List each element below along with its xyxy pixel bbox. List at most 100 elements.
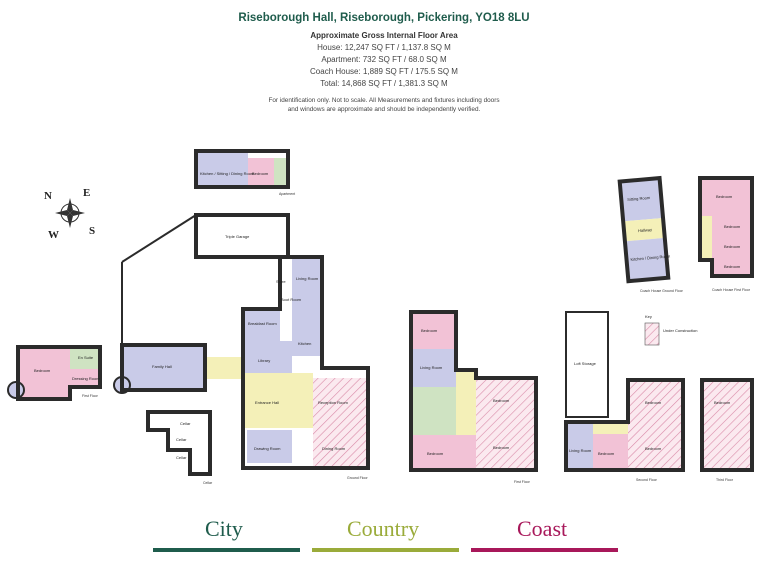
- first-bedroom-3: [476, 423, 536, 470]
- apartment-bedroom: [248, 158, 274, 187]
- boot-room: [280, 292, 292, 310]
- living-room-label: Living Room: [296, 276, 319, 281]
- first-living-room: [411, 349, 456, 387]
- second-floor-label: Second Floor: [636, 478, 658, 482]
- apartment-bedroom-label: Bedroom: [252, 171, 269, 176]
- first-bedroom-small-label: Bedroom: [421, 328, 438, 333]
- dressing-room-label: Dressing Room: [72, 376, 100, 381]
- apartment-plan: Kitchen / Sitting / Dining Room Bedroom …: [194, 149, 295, 196]
- triple-garage: [196, 215, 288, 257]
- coach-sitting-label: Sitting Room: [627, 195, 651, 202]
- dining-room-label: Dining Room: [322, 446, 346, 451]
- coach-bed4-label: Bedroom: [724, 264, 741, 269]
- compass: N E S W: [44, 187, 95, 241]
- cellar-walls: [146, 410, 212, 476]
- coach-kitchen-label: Kitchen / Dining Room: [630, 253, 671, 262]
- disclaimer-line-2: and windows are approximate and should b…: [287, 106, 481, 113]
- dining-room: [313, 423, 368, 468]
- compass-needle-south: [67, 213, 73, 228]
- west-bedroom: [18, 347, 70, 399]
- compass-e: E: [83, 187, 90, 199]
- coach-first-plan: Bedroom Bedroom Bedroom Bedroom Coach Ho…: [698, 176, 754, 292]
- coach-bed1-label: Bedroom: [716, 194, 733, 199]
- legend-swatch: [644, 322, 660, 346]
- loft-storage-label: Loft Storage: [574, 361, 597, 366]
- first-floor-plan: Bedroom Living Room Bedroom Bedroom Bedr…: [409, 310, 538, 484]
- first-bedroom-2: [476, 378, 536, 423]
- library-label: Library: [258, 358, 270, 363]
- reception-room: [313, 378, 368, 423]
- courtyard-wall-north: [121, 214, 197, 263]
- third-bedroom: [702, 380, 752, 470]
- triple-garage-label: Triple Garage: [225, 234, 250, 239]
- coach-bed2-label: Bedroom: [724, 224, 741, 229]
- west-dressing-room: [70, 369, 100, 387]
- coach-bedroom-3: [712, 236, 752, 256]
- brand-country-bar: [312, 548, 459, 552]
- brand-city-bar: [153, 548, 300, 552]
- kitchen-label: Kitchen: [298, 341, 311, 346]
- third-floor-walls: [700, 378, 754, 472]
- compass-needle-west: [55, 210, 70, 216]
- page-subtitle: Approximate Gross Internal Floor Area: [310, 31, 458, 40]
- first-floor-west-plan: Bedroom En Suite Dressing Room First Flo…: [7, 345, 102, 401]
- coach-first-walls: [698, 176, 754, 278]
- en-suite-label: En Suite: [78, 355, 94, 360]
- area-total: Total: 14,868 SQ FT / 1,381.3 SQ M: [320, 79, 448, 88]
- apartment-walls: [194, 149, 290, 189]
- first-living-label: Living Room: [420, 365, 443, 370]
- breakfast-room-label: Breakfast Room: [248, 321, 277, 326]
- coach-hallway-label: Hallway: [638, 227, 652, 233]
- cellar-area: [148, 412, 210, 474]
- second-bedroom-c-label: Bedroom: [645, 446, 662, 451]
- second-living-room: [566, 422, 593, 470]
- cellar-floor-label: Cellar: [203, 481, 213, 485]
- cellar-3-label: Cellar: [176, 455, 187, 460]
- drawing-room: [247, 430, 292, 463]
- first-landing: [456, 370, 476, 435]
- library: [243, 341, 292, 373]
- second-bedroom: [593, 434, 628, 470]
- first-bedroom-2-label: Bedroom: [493, 398, 510, 403]
- second-bedroom-b: [628, 380, 683, 425]
- compass-n: N: [44, 190, 52, 202]
- family-hall: [122, 345, 205, 390]
- west-en-suite: [70, 347, 100, 369]
- coach-hallway: [623, 217, 665, 242]
- second-bedroom-b-label: Bedroom: [645, 400, 662, 405]
- boot-room-label: Boot Room: [281, 297, 302, 302]
- compass-needle-north: [67, 198, 73, 213]
- brand-city: City: [205, 516, 243, 541]
- area-house: House: 12,247 SQ FT / 1,137.8 SQ M: [317, 43, 451, 52]
- area-coach-house: Coach House: 1,889 SQ FT / 175.5 SQ M: [310, 67, 458, 76]
- first-bedroom-small: [411, 312, 456, 349]
- living-room: [292, 257, 322, 301]
- coach-ground-floor-label: Coach House Ground Floor: [640, 289, 684, 293]
- family-hall-label: Family Hall: [152, 364, 172, 369]
- coach-ground-plan: Sitting Room Hallway Kitchen / Dining Ro…: [617, 175, 684, 293]
- first-floor-walls: [409, 310, 538, 472]
- first-master-label: Bedroom: [427, 451, 444, 456]
- store-label: Store: [276, 279, 286, 284]
- apartment-living-label: Kitchen / Sitting / Dining Room: [200, 171, 255, 176]
- first-bedroom-3-label: Bedroom: [493, 445, 510, 450]
- apartment-floor-label: Apartment: [279, 192, 295, 196]
- page-title: Riseborough Hall, Riseborough, Pickering…: [238, 12, 530, 24]
- first-floor-west-label: First Floor: [82, 394, 99, 398]
- first-master-bedroom: [411, 435, 476, 470]
- disclaimer: For identification only. Not to scale. A…: [0, 96, 768, 114]
- entrance-hall-label: Entrance Hall: [255, 400, 279, 405]
- coach-sitting-room: [619, 178, 664, 222]
- third-bedroom-label: Bedroom: [714, 400, 731, 405]
- family-hall-walls: [120, 343, 207, 392]
- cellar-plan: Cellar Cellar Cellar Cellar: [146, 410, 213, 485]
- coach-ground-walls: [617, 175, 671, 284]
- cellar-2-label: Cellar: [176, 437, 187, 442]
- link-corridor: [205, 357, 243, 379]
- brand-coast-bar: [471, 548, 618, 552]
- second-floor-plan: Loft Storage Living Room Bedroom Bedroom…: [564, 311, 685, 482]
- coach-bed3-label: Bedroom: [724, 244, 741, 249]
- legend-title: Key: [645, 314, 652, 319]
- disclaimer-line-1: For identification only. Not to scale. A…: [268, 97, 500, 104]
- ground-floor-plan: Family Hall Store Boot Room Living Room …: [113, 255, 370, 480]
